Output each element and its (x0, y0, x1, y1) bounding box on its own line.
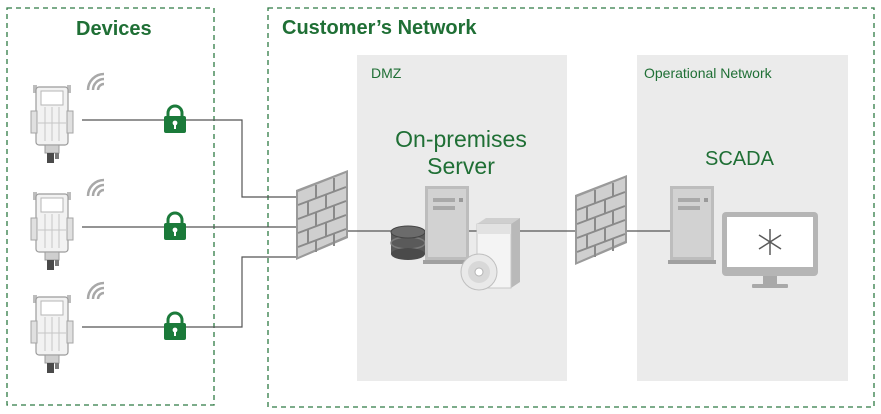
device-3-link (82, 256, 300, 328)
sensor-icon (30, 84, 74, 164)
dmz-label: DMZ (371, 65, 402, 81)
sensor-icon (30, 191, 74, 271)
server-tower-icon (423, 186, 471, 264)
padlock-icon (162, 311, 188, 342)
scada-icons (668, 186, 818, 288)
sensor-icon (30, 294, 74, 374)
on-premises-server-icons (390, 186, 520, 291)
on-premises-server-label: On-premises Server (395, 126, 527, 179)
monitor-icon (722, 212, 818, 288)
disc-icon (460, 253, 498, 291)
devices-title: Devices (76, 18, 152, 40)
device-3 (30, 281, 188, 374)
scada-label: SCADA (705, 148, 774, 170)
operational-network-label: Operational Network (644, 65, 772, 81)
wifi-icon (86, 72, 106, 92)
firewall-icon (295, 169, 349, 261)
device-1 (30, 72, 188, 164)
firewall-icon (574, 174, 628, 266)
padlock-icon (162, 211, 188, 242)
devices-zone (6, 7, 215, 406)
device-1-link (82, 119, 300, 198)
wifi-icon (86, 281, 106, 301)
customer-network-title: Customer’s Network (282, 17, 477, 39)
asterisk-icon (758, 229, 782, 255)
customer-network-zone (267, 7, 875, 408)
server-tower-icon (668, 186, 716, 264)
padlock-icon (162, 104, 188, 135)
database-icon (390, 225, 426, 260)
device-2 (30, 178, 188, 271)
wifi-icon (86, 178, 106, 198)
